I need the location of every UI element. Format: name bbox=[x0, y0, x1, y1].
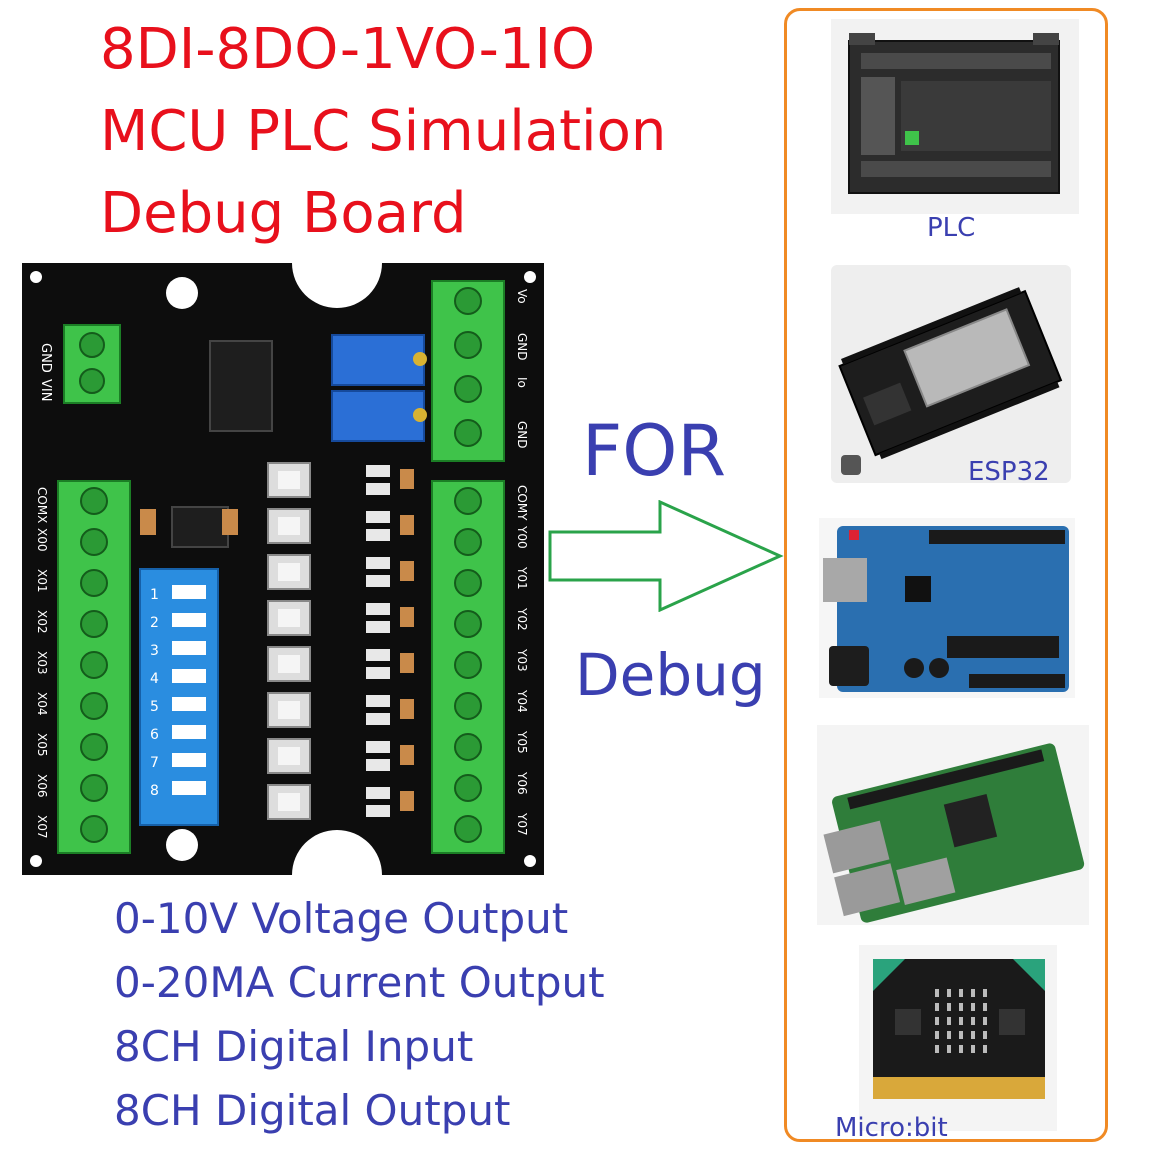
plc-card: PLC bbox=[831, 19, 1079, 241]
vin-label: VIN bbox=[38, 379, 53, 401]
terminal-label-right: Y03 bbox=[515, 648, 529, 672]
title-line-3: Debug Board bbox=[100, 181, 467, 246]
gnd-label: GND bbox=[38, 343, 53, 373]
microbit-label: Micro:bit bbox=[835, 1113, 948, 1143]
terminal-label-left: X02 bbox=[35, 610, 49, 634]
terminal-label-right: Y02 bbox=[515, 607, 529, 631]
compatible-devices-panel: PLC ESP32 bbox=[784, 8, 1108, 1142]
dip-number: 1 bbox=[150, 587, 159, 603]
terminal-label-right: Y00 bbox=[515, 525, 529, 549]
terminal-label-right: Y05 bbox=[515, 730, 529, 754]
spec-line-4: 8CH Digital Output bbox=[114, 1086, 511, 1135]
analog-terminal-label: Vo bbox=[515, 289, 529, 304]
arrow-icon bbox=[548, 500, 784, 612]
terminal-label-left: X00 bbox=[35, 528, 49, 552]
dip-number: 3 bbox=[150, 643, 159, 659]
dip-number: 2 bbox=[150, 615, 159, 631]
microbit-icon bbox=[859, 945, 1057, 1131]
terminal-label-right: Y01 bbox=[515, 566, 529, 590]
arduino-uno-icon bbox=[819, 518, 1075, 698]
terminal-label-left: X07 bbox=[35, 815, 49, 839]
esp32-icon bbox=[831, 265, 1071, 483]
analog-terminal-label: GND bbox=[515, 421, 529, 449]
spec-line-1: 0-10V Voltage Output bbox=[114, 894, 569, 943]
terminal-label-left: X03 bbox=[35, 651, 49, 675]
dip-number: 7 bbox=[150, 755, 159, 771]
dip-number: 6 bbox=[150, 727, 159, 743]
esp32-card: ESP32 bbox=[831, 265, 1071, 487]
arduino-card bbox=[819, 518, 1075, 698]
terminal-label-right: Y04 bbox=[515, 689, 529, 713]
analog-terminal-label: Io bbox=[515, 377, 529, 388]
spec-line-3: 8CH Digital Input bbox=[114, 1022, 474, 1071]
plc-label: PLC bbox=[927, 213, 976, 243]
analog-terminal-label: GND bbox=[515, 333, 529, 361]
raspberry-pi-card bbox=[817, 725, 1089, 925]
terminal-label-right: Y06 bbox=[515, 771, 529, 795]
raspberry-pi-icon bbox=[817, 725, 1089, 925]
title-line-1: 8DI-8DO-1VO-1IO bbox=[100, 17, 596, 82]
dip-number: 5 bbox=[150, 699, 159, 715]
for-text: FOR bbox=[582, 410, 726, 492]
terminal-label-right: Y07 bbox=[515, 812, 529, 836]
terminal-label-left: X06 bbox=[35, 774, 49, 798]
terminal-label-left: X05 bbox=[35, 733, 49, 757]
title-line-2: MCU PLC Simulation bbox=[100, 99, 667, 164]
spec-line-2: 0-20MA Current Output bbox=[114, 958, 605, 1007]
dip-number: 4 bbox=[150, 671, 159, 687]
terminal-label-left: X01 bbox=[35, 569, 49, 593]
terminal-label-left: X04 bbox=[35, 692, 49, 716]
plc-icon bbox=[831, 19, 1079, 214]
dip-number: 8 bbox=[150, 783, 159, 799]
terminal-label-left: COMX bbox=[35, 487, 49, 523]
esp32-label: ESP32 bbox=[968, 457, 1050, 487]
microbit-card: Micro:bit bbox=[835, 945, 1057, 1141]
debug-text: Debug bbox=[575, 641, 766, 709]
terminal-label-right: COMY bbox=[515, 485, 529, 521]
